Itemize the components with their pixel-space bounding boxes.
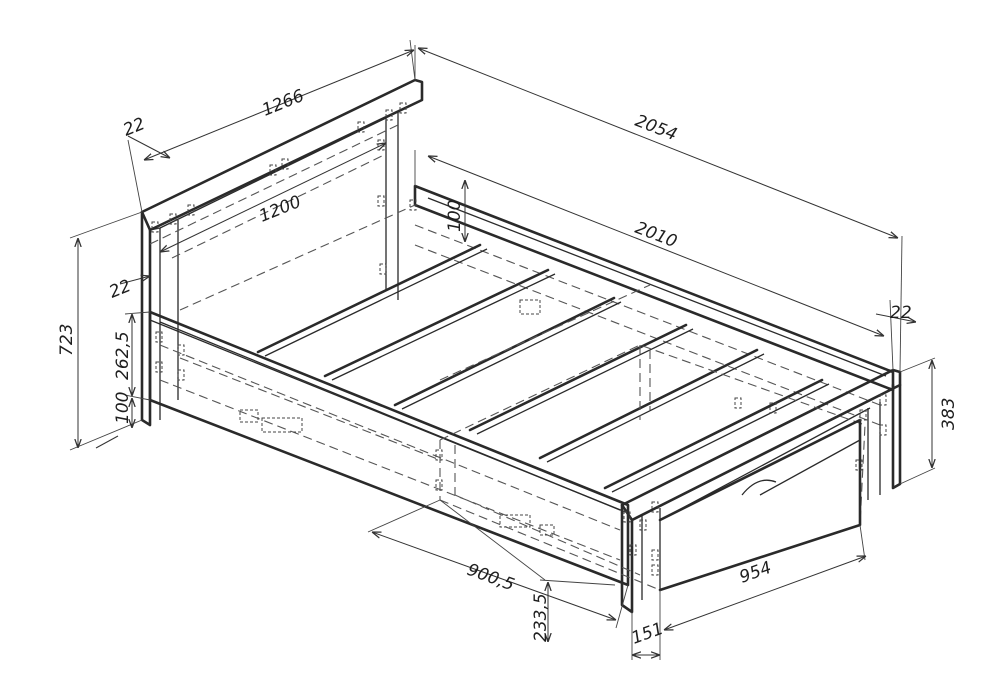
dim-rail-length: 2010 [632, 218, 680, 252]
dimension-lines [78, 48, 932, 655]
dim-overall-length: 2054 [632, 111, 680, 145]
dim-side-panel-thickness-right: 22 [890, 303, 912, 323]
dim-drawer-height: 233,5 [531, 593, 551, 642]
dim-leg-height: 100 [113, 392, 133, 424]
fittings [151, 102, 887, 576]
dim-side-panel-thickness-left: 22 [106, 276, 134, 303]
dim-headboard-height: 723 [57, 324, 77, 356]
dimension-labels: 1266 22 1200 2054 2010 100 22 22 723 262… [57, 86, 959, 649]
right-side-rail [413, 184, 895, 426]
drawer [439, 344, 866, 592]
dim-headboard-thickness: 22 [120, 114, 148, 141]
dim-headboard-width: 1266 [259, 86, 307, 121]
dim-inner-width: 1200 [256, 192, 304, 227]
dim-drawer-length: 900,5 [464, 560, 517, 595]
dim-side-height: 262,5 [113, 331, 133, 380]
extension-lines [69, 39, 936, 660]
dim-footboard-height: 383 [939, 398, 959, 430]
dim-rail-height: 100 [445, 200, 465, 232]
dim-drawer-offset: 151 [629, 619, 666, 649]
